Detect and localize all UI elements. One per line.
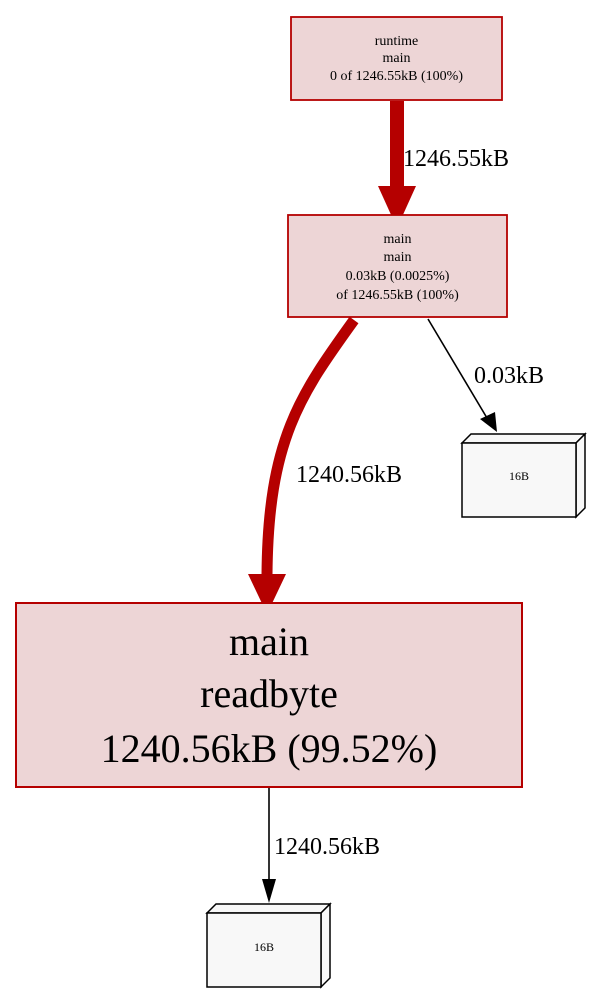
node-alloc-small[interactable]: 16B — [460, 432, 587, 519]
node-function: readbyte — [200, 671, 338, 716]
box-front-face — [206, 912, 322, 988]
box-top-face — [205, 903, 332, 914]
arrow-head-icon — [480, 412, 497, 432]
box-top-face — [460, 433, 587, 444]
node-cum-stats: of 1246.55kB (100%) — [336, 288, 459, 303]
edge-main-main-to-alloc-small — [427, 318, 497, 432]
box-side-face — [575, 432, 586, 519]
node-function: main — [384, 250, 412, 265]
edge-line — [261, 316, 359, 576]
node-box — [287, 214, 508, 318]
edge-label-main-to-readbyte: 1240.56kB — [296, 462, 402, 488]
edge-readbyte-to-alloc-large — [262, 787, 276, 903]
box-front-face — [461, 442, 577, 518]
node-box — [15, 602, 523, 788]
node-package: main — [384, 232, 412, 247]
node-package: runtime — [375, 34, 419, 49]
node-main-main[interactable]: main main 0.03kB (0.0025%) of 1246.55kB … — [287, 214, 508, 318]
edge-runtime-main-to-main-main — [378, 101, 416, 228]
edge-label-main-to-alloc: 0.03kB — [474, 363, 544, 389]
arrow-head-icon — [262, 879, 276, 903]
node-package: main — [229, 619, 309, 664]
node-stats: 1240.56kB (99.52%) — [101, 726, 438, 771]
node-alloc-large[interactable]: 16B — [205, 902, 332, 989]
alloc-size-label: 16B — [254, 940, 274, 954]
node-function: main — [383, 51, 411, 66]
edge-label-runtime-to-main: 1246.55kB — [403, 146, 509, 172]
node-main-readbyte[interactable]: main readbyte 1240.56kB (99.52%) — [15, 602, 523, 788]
edge-label-readbyte-to-alloc: 1240.56kB — [274, 834, 380, 860]
node-runtime-main[interactable]: runtime main 0 of 1246.55kB (100%) — [290, 16, 503, 101]
alloc-size-label: 16B — [509, 469, 529, 483]
edge-main-main-to-readbyte — [248, 316, 359, 614]
arrow-head-icon — [248, 574, 286, 614]
arrow-head-icon — [378, 186, 416, 228]
edge-line — [427, 318, 488, 419]
node-box — [290, 16, 503, 101]
box-side-face — [320, 902, 331, 989]
node-stats: 0 of 1246.55kB (100%) — [330, 69, 463, 84]
node-flat-stats: 0.03kB (0.0025%) — [346, 269, 450, 284]
